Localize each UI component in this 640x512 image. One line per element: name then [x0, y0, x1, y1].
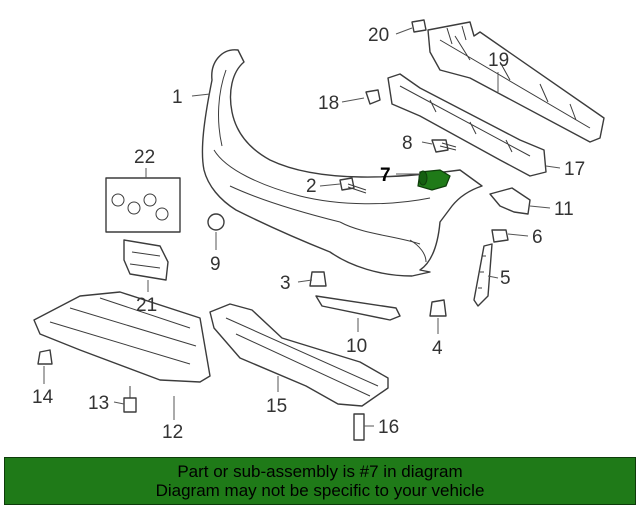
callout-9[interactable]: 9: [210, 254, 221, 275]
part-5-side-bracket[interactable]: [473, 243, 493, 307]
part-12-splash-shield[interactable]: [33, 291, 211, 383]
part-19-energy-absorber[interactable]: [427, 21, 605, 143]
callout-15[interactable]: 15: [266, 396, 287, 417]
part-14-clip[interactable]: [37, 349, 53, 365]
callout-2[interactable]: 2: [306, 176, 317, 197]
callout-4[interactable]: 4: [432, 338, 443, 359]
callout-18[interactable]: 18: [318, 93, 339, 114]
banner-line-2: Diagram may not be specific to your vehi…: [155, 481, 485, 500]
part-22-fastener-set[interactable]: [105, 177, 181, 233]
callout-17[interactable]: 17: [564, 159, 585, 180]
part-21-bracket[interactable]: [123, 239, 169, 281]
callout-13[interactable]: 13: [88, 393, 109, 414]
callout-7[interactable]: 7: [380, 165, 391, 186]
callout-16[interactable]: 16: [378, 417, 399, 438]
part-3-clip[interactable]: [309, 271, 327, 287]
part-6-bolt[interactable]: [491, 229, 509, 243]
part-20-bolt[interactable]: [411, 19, 427, 33]
exploded-parts-diagram: 1 2 3 4 5 6 7 8 9 10 11 12 13 14 15 16 1…: [32, 19, 605, 443]
callout-labels: 1 2 3 4 5 6 7 8 9 10 11 12 13 14 15 16 1…: [32, 25, 585, 443]
callout-20[interactable]: 20: [368, 25, 389, 46]
info-banner: Part or sub-assembly is #7 in diagram Di…: [4, 457, 636, 505]
part-8-bolt[interactable]: [431, 139, 457, 153]
part-13-bolt[interactable]: [123, 386, 137, 413]
callout-14[interactable]: 14: [32, 387, 54, 408]
callout-10[interactable]: 10: [346, 336, 367, 357]
part-17-reinforcement[interactable]: [387, 73, 547, 177]
part-2-bolt[interactable]: [339, 177, 367, 194]
callout-1[interactable]: 1: [172, 87, 183, 108]
part-7-highlighted[interactable]: [417, 169, 451, 191]
callout-6[interactable]: 6: [532, 227, 543, 248]
part-1-bumper-cover[interactable]: [201, 49, 483, 277]
part-10-trim-strip[interactable]: [315, 295, 401, 321]
leader-lines: [43, 27, 561, 427]
part-18-clip[interactable]: [365, 89, 381, 105]
part-4-clip[interactable]: [429, 299, 447, 317]
callout-8[interactable]: 8: [402, 133, 413, 154]
part-15-lower-cover[interactable]: [209, 303, 389, 407]
banner-line-1: Part or sub-assembly is #7 in diagram: [177, 462, 463, 481]
callout-5[interactable]: 5: [500, 268, 511, 289]
callout-21[interactable]: 21: [136, 295, 157, 316]
callout-12[interactable]: 12: [162, 422, 183, 443]
callout-3[interactable]: 3: [280, 273, 291, 294]
callout-11[interactable]: 11: [554, 199, 574, 220]
part-9-cap[interactable]: [207, 213, 225, 231]
callout-19[interactable]: 19: [488, 50, 509, 71]
callout-22[interactable]: 22: [134, 147, 155, 168]
part-11-bracket[interactable]: [489, 187, 531, 215]
part-16-bolt[interactable]: [353, 413, 365, 441]
